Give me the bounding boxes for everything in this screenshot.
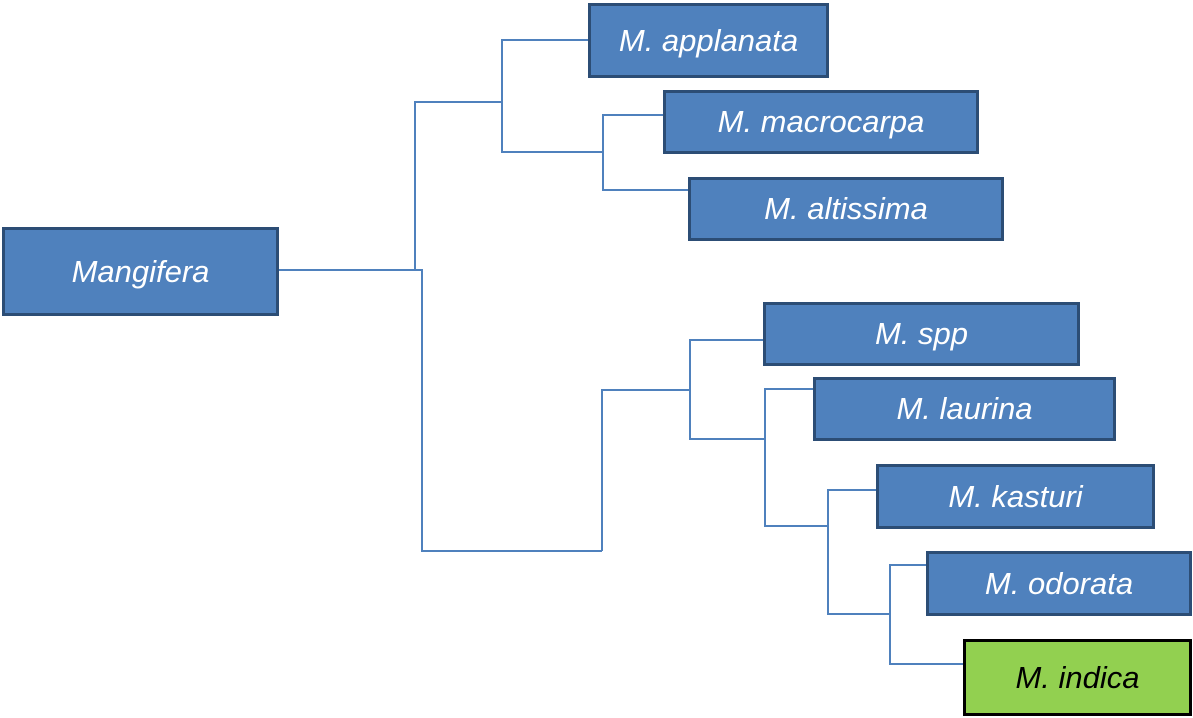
connector-applanata xyxy=(501,39,588,102)
connector-kasturi xyxy=(827,489,876,526)
node-label: M. applanata xyxy=(618,22,799,58)
connector-spp xyxy=(689,339,763,390)
connector-upper-clade xyxy=(414,101,502,270)
node-label: M. odorata xyxy=(984,565,1134,601)
connector-kasturi-clade xyxy=(764,439,828,527)
node-m-odorata: M. odorata xyxy=(926,551,1192,616)
node-label: M. macrocarpa xyxy=(717,104,925,139)
connector-lower-split xyxy=(601,389,690,551)
node-label: M. indica xyxy=(1015,659,1140,695)
connector-altissima xyxy=(602,152,688,191)
connector-laurina-clade xyxy=(689,390,765,440)
node-m-laurina: M. laurina xyxy=(813,377,1116,441)
connector-odorata-clade xyxy=(827,526,890,615)
root-node-mangifera: Mangifera xyxy=(2,227,279,316)
node-label: M. altissima xyxy=(764,191,928,226)
connector-odorata xyxy=(889,564,926,614)
node-m-altissima: M. altissima xyxy=(688,177,1004,241)
node-m-kasturi: M. kasturi xyxy=(876,464,1155,529)
node-label: M. kasturi xyxy=(948,478,1083,514)
connector-indica xyxy=(889,614,963,665)
node-label: M. spp xyxy=(874,316,969,351)
node-m-applanata: M. applanata xyxy=(588,3,829,78)
root-node-label: Mangifera xyxy=(71,253,210,289)
connector-macro-alti-clade xyxy=(501,102,603,153)
connector-laurina xyxy=(764,388,813,439)
node-label: M. laurina xyxy=(896,391,1033,426)
node-m-spp: M. spp xyxy=(763,302,1080,366)
connector-macrocarpa xyxy=(602,114,663,152)
node-m-macrocarpa: M. macrocarpa xyxy=(663,90,979,154)
connector-lower-clade xyxy=(418,269,602,552)
node-m-indica-highlighted: M. indica xyxy=(963,639,1192,716)
